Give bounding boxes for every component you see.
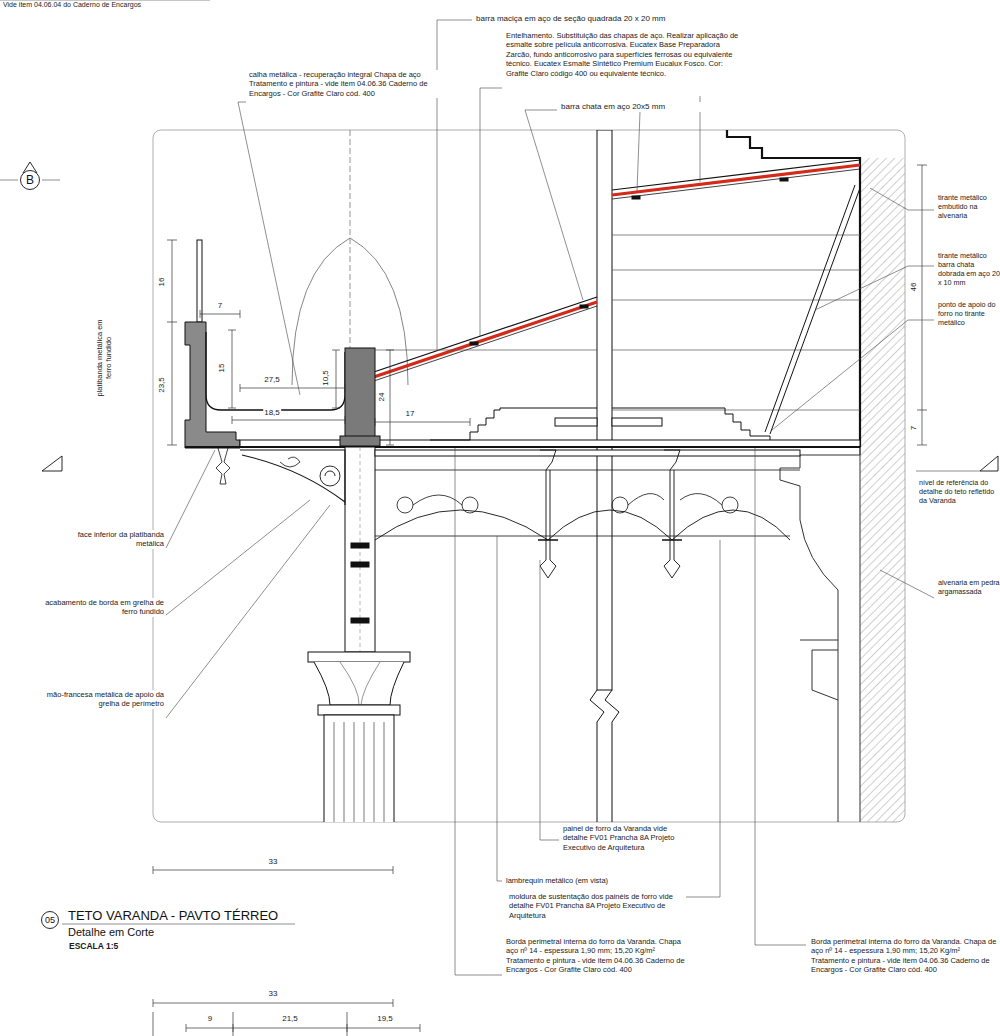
dimension: 9 [207, 1014, 213, 1024]
leader-lines [0, 0, 934, 975]
part-name: alvenaria em pedra argamassada [937, 578, 1000, 596]
part-name: platibanda metálica em ferro fundido [95, 312, 114, 404]
drawing-title: TETO VARANDA - PAVTO TÉRREO [68, 908, 278, 923]
dimension: 33 [268, 857, 279, 867]
section-marker: B [20, 170, 40, 190]
marker-text: 05 [45, 916, 55, 925]
dimension: 7 [909, 425, 919, 431]
section-marker [42, 456, 62, 471]
part-name: acabamento de borda em grelha de ferro f… [40, 598, 165, 617]
masonry-wall [860, 158, 905, 822]
note: Borda perimetral interna do forro da Var… [505, 937, 692, 975]
dimension-lines [153, 165, 927, 1036]
dimension: 10,5 [321, 369, 331, 387]
part-name: mão-francesa metálica de apoio da grelha… [40, 690, 165, 709]
marker-text: B [26, 174, 34, 186]
dimension: 21,5 [281, 1014, 299, 1024]
dimension: 17 [405, 409, 416, 419]
dimension: 33 [268, 989, 279, 999]
note: painel de forro da Varanda vide detalhe … [562, 824, 694, 852]
dimension: 46 [909, 282, 919, 293]
dimension: 18,5 [263, 408, 281, 418]
dimension: 27,5 [263, 375, 281, 385]
scale-note: ESCALA 1:5 [68, 941, 190, 952]
note: Vide item 04.06.04 do Caderno de Encargo… [2, 1, 304, 10]
dimension: 24 [377, 392, 387, 403]
note: Borda perimetral interna do forro da Var… [810, 937, 998, 975]
dimension: 19,5 [376, 1014, 394, 1024]
note: barra chata em aço 20x5 mm [560, 102, 762, 112]
note: tirante metálico embutido na alvenaria [937, 193, 1000, 220]
note: moldura de sustentação dos painéis de fo… [508, 892, 685, 920]
dimension: 15 [217, 363, 227, 374]
note: nível de referência do detalhe do teto r… [918, 478, 1000, 505]
note: barra maciça em aço de seção quadrada 20… [475, 14, 737, 24]
dimension: 7 [217, 301, 223, 311]
part-name: face inferior da platibanda metálica [50, 530, 165, 549]
dimension: 23,5 [157, 376, 167, 394]
dimension: 16 [157, 277, 167, 288]
section-marker [980, 456, 998, 471]
note: tirante metálico barra chata dobrada em … [937, 251, 1000, 287]
note: ponto de apoio do forro no tirante metál… [937, 300, 1000, 327]
drawing-caption: Detalhe em Corte [68, 926, 154, 938]
note: calha metálica - recuperação integral Ch… [248, 70, 445, 98]
detail-number: 05 [41, 911, 59, 929]
part-name: lambrequin metálico (em vista) [505, 876, 707, 885]
note: Entelhamento. Substituição das chapas de… [505, 31, 742, 78]
